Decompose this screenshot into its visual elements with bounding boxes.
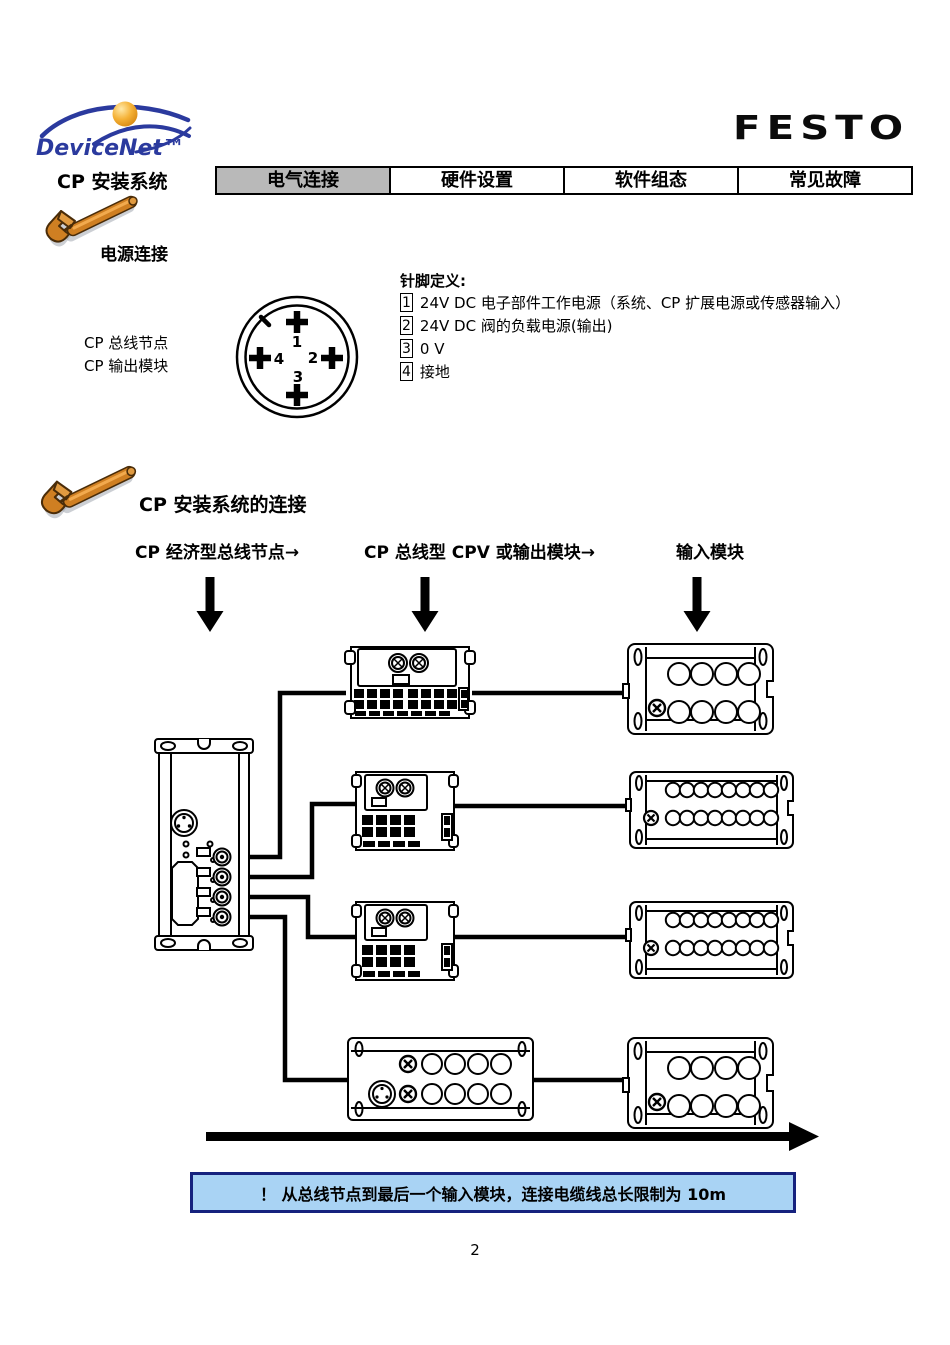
connector-pin-marks	[249, 311, 343, 406]
svg-text:4: 4	[274, 350, 284, 368]
pin-definition-title: 针脚定义:	[400, 272, 466, 290]
pin-row: 3 0 V	[400, 337, 945, 360]
down-arrow-icon	[683, 577, 711, 632]
pin-row: 1 24V DC 电子部件工作电源（系统、CP 扩展电源或传感器输入）	[400, 291, 945, 314]
pin-definition-block: 针脚定义: 1 24V DC 电子部件工作电源（系统、CP 扩展电源或传感器输入…	[400, 270, 945, 383]
pin-description: 接地	[419, 363, 450, 381]
valve-module-row1	[344, 646, 476, 719]
column-down-arrows	[196, 577, 711, 632]
svg-text:2: 2	[308, 349, 318, 367]
pin-number-box: 4	[400, 362, 413, 381]
bus-node-module	[154, 738, 254, 951]
valve-module-row2	[351, 771, 459, 851]
cable-line	[226, 914, 352, 1083]
down-arrow-icon	[196, 577, 224, 632]
connector-pin-numbers: 1 2 3 4	[274, 333, 318, 386]
m12-connector-diagram: 1 2 3 4	[235, 295, 359, 419]
input-module-row4	[621, 1036, 776, 1130]
svg-text:3: 3	[293, 368, 303, 386]
connection-cables	[226, 690, 634, 1083]
input-module-row1	[621, 642, 776, 736]
connector-keyway-mark	[258, 314, 272, 328]
pin-row: 2 24V DC 阀的负载电源(输出)	[400, 314, 945, 337]
tab-electrical-connection[interactable]: 电气连接	[217, 168, 391, 193]
pin-description: 0 V	[419, 339, 445, 358]
input-module-row2	[624, 770, 796, 850]
input-module-row3	[624, 900, 796, 980]
page-number: 2	[470, 1241, 480, 1259]
flow-direction-arrow-icon	[206, 1122, 819, 1151]
tab-hardware-setup[interactable]: 硬件设置	[391, 168, 565, 193]
pin-number-box: 1	[400, 293, 413, 312]
tab-software-config[interactable]: 软件组态	[565, 168, 739, 193]
pin-number-box: 2	[400, 316, 413, 335]
pin-row: 4 接地	[400, 360, 945, 383]
pin-description: 24V DC 电子部件工作电源（系统、CP 扩展电源或传感器输入）	[419, 294, 851, 312]
cable-line	[226, 801, 356, 880]
valve-module-row3	[351, 901, 459, 981]
pin-number-box: 3	[400, 339, 413, 358]
cable-line	[226, 894, 356, 940]
devicenet-logo: DeviceNet™	[36, 101, 192, 161]
page-title: CP 安装系统	[57, 171, 168, 193]
power-connection-heading: 电源连接	[100, 245, 168, 265]
svg-text:1: 1	[292, 333, 302, 351]
device-label-bus-node: CP 总线节点	[84, 334, 169, 352]
down-arrow-icon	[411, 577, 439, 632]
device-label-output-module: CP 输出模块	[84, 357, 169, 375]
column-label-input-module: 输入模块	[676, 543, 744, 563]
cp-connection-heading: CP 安装系统的连接	[139, 494, 307, 516]
column-label-bus-node: CP 经济型总线节点→	[135, 543, 300, 563]
connection-diagram	[154, 577, 819, 1151]
section-tab-bar: 电气连接 硬件设置 软件组态 常见故障	[215, 166, 913, 195]
output-module-row4	[346, 1036, 535, 1122]
pin-description: 24V DC 阀的负载电源(输出)	[419, 317, 613, 335]
festo-logo: FESTO	[733, 108, 910, 147]
cable-line	[226, 690, 346, 860]
devicenet-sun-icon	[112, 101, 138, 127]
note-text: ！ 从总线节点到最后一个输入模块，连接电缆线总长限制为 10m	[259, 1184, 727, 1204]
note-box: ！ 从总线节点到最后一个输入模块，连接电缆线总长限制为 10m	[190, 1172, 796, 1213]
wrench-icon	[40, 460, 144, 524]
devicenet-logo-text: DeviceNet™	[36, 136, 185, 161]
column-label-cpv-output: CP 总线型 CPV 或输出模块→	[364, 543, 596, 563]
tab-common-faults[interactable]: 常见故障	[789, 170, 861, 191]
